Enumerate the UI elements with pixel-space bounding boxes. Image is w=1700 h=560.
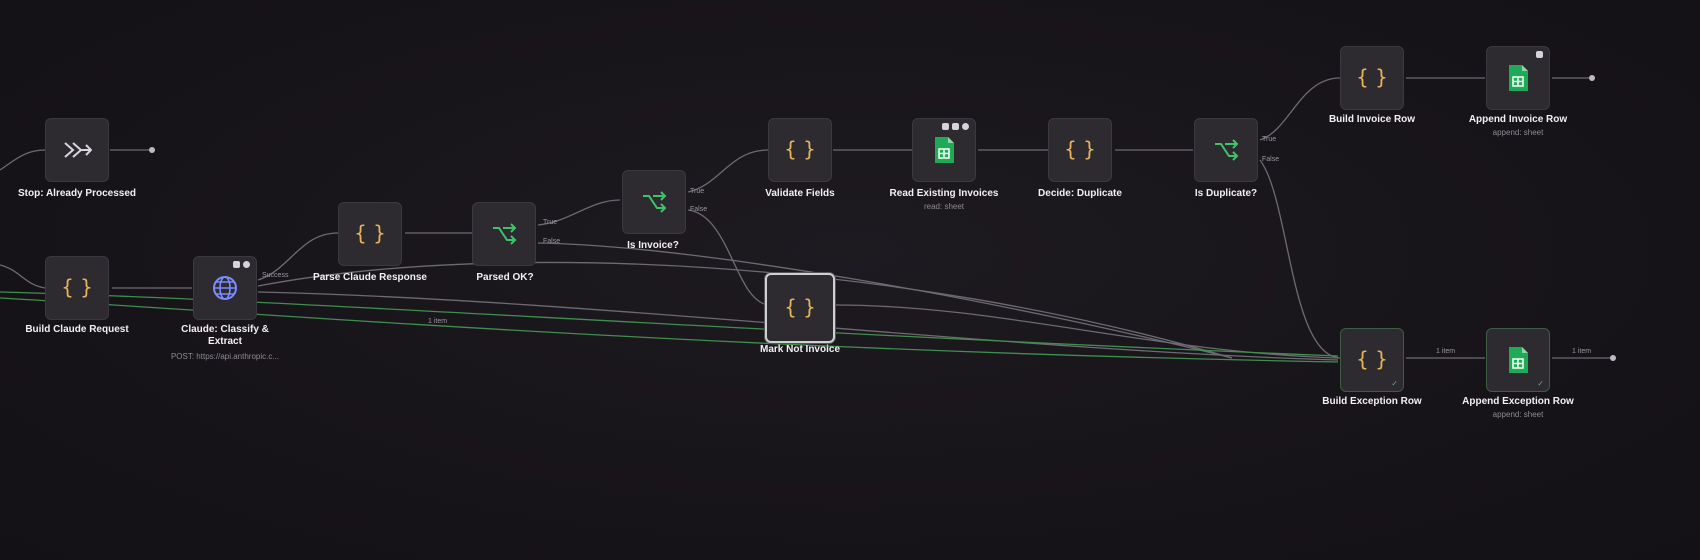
edge-isdup-buildexc <box>1259 159 1341 359</box>
svg-text:{ }: { } <box>1357 348 1387 371</box>
no-op-icon <box>60 133 94 167</box>
node-claude-classify-extract[interactable] <box>193 256 257 320</box>
node-is-duplicate[interactable] <box>1194 118 1258 182</box>
svg-text:{ }: { } <box>1065 138 1095 161</box>
node-badges <box>233 261 250 268</box>
success-check-icon: ✓ <box>1537 379 1544 388</box>
node-parse-claude-response[interactable]: { } <box>338 202 402 266</box>
edge-claude-long <box>257 261 1233 359</box>
code-icon: { } <box>1355 61 1389 95</box>
edge-input-buildreq <box>0 264 46 289</box>
code-icon: { } <box>783 291 817 325</box>
edge-label: 1 item <box>1436 348 1456 355</box>
edge-isdup-buildrow <box>1259 77 1341 141</box>
node-append-invoice-row[interactable] <box>1486 46 1550 110</box>
svg-text:{ }: { } <box>1357 66 1387 89</box>
node-mark-not-invoice[interactable]: { } <box>765 273 835 343</box>
code-icon: { } <box>1355 343 1389 377</box>
node-read-existing-invoices[interactable] <box>912 118 976 182</box>
svg-text:{ }: { } <box>355 222 385 245</box>
node-label: Is Duplicate? <box>1194 188 1258 199</box>
edge-success-top <box>0 291 1339 357</box>
edge-claude-parse <box>257 232 339 281</box>
node-label: Read Existing Invoices <box>889 188 999 199</box>
node-subtitle: append: sheet <box>1492 410 1544 419</box>
switch-icon <box>487 217 521 251</box>
success-check-icon: ✓ <box>1391 379 1398 388</box>
svg-text:{ }: { } <box>62 276 92 299</box>
edge-parsedok-false <box>537 242 1233 359</box>
node-subtitle: append: sheet <box>1492 128 1544 137</box>
edge-label: False <box>543 238 561 245</box>
edge-input-stop <box>0 149 46 171</box>
code-icon: { } <box>783 133 817 167</box>
node-badges <box>1536 51 1543 58</box>
node-validate-fields[interactable]: { } <box>768 118 832 182</box>
code-icon: { } <box>353 217 387 251</box>
svg-text:{ }: { } <box>785 138 815 161</box>
node-label: Claude: Classify & Extract <box>181 324 269 347</box>
node-label: Mark Not Invoice <box>759 344 841 355</box>
sheets-icon <box>927 133 961 167</box>
node-parsed-ok[interactable] <box>472 202 536 266</box>
edge-label: True <box>543 219 558 226</box>
sheets-icon <box>1501 343 1535 377</box>
globe-icon <box>208 271 242 305</box>
node-label: Append Invoice Row <box>1468 114 1568 125</box>
node-label: Decide: Duplicate <box>1038 188 1122 199</box>
code-icon: { } <box>60 271 94 305</box>
node-is-invoice[interactable] <box>622 170 686 234</box>
node-subtitle: read: sheet <box>923 202 965 211</box>
node-label: Build Claude Request <box>25 324 129 335</box>
node-label: Is Invoice? <box>627 240 679 251</box>
edge-label: False <box>1262 156 1280 163</box>
code-icon: { } <box>1063 133 1097 167</box>
node-label: Append Exception Row <box>1462 396 1574 407</box>
node-append-exception-row[interactable]: ✓ <box>1486 328 1550 392</box>
edge-parsedok-isinvoice <box>537 199 621 226</box>
output-endpoint[interactable] <box>1589 75 1595 81</box>
node-subtitle: POST: https://api.anthropic.c... <box>170 352 280 361</box>
edge-label: 1 item <box>1572 348 1592 355</box>
edge-label: True <box>1262 136 1277 143</box>
output-endpoint[interactable] <box>149 147 155 153</box>
node-label: Validate Fields <box>765 188 835 199</box>
edge-label: 1 item <box>428 318 448 325</box>
switch-icon <box>1209 133 1243 167</box>
switch-icon <box>637 185 671 219</box>
node-build-exception-row[interactable]: { } ✓ <box>1340 328 1404 392</box>
sheets-icon <box>1501 61 1535 95</box>
node-label: Parse Claude Response <box>313 272 427 283</box>
output-endpoint[interactable] <box>1610 355 1616 361</box>
node-build-invoice-row[interactable]: { } <box>1340 46 1404 110</box>
edge-success-bottom <box>0 297 1339 363</box>
svg-text:{ }: { } <box>785 296 815 319</box>
edge-isinvoice-validate <box>687 149 769 193</box>
node-decide-duplicate[interactable]: { } <box>1048 118 1112 182</box>
node-label: Parsed OK? <box>476 272 534 283</box>
node-label: Build Invoice Row <box>1328 114 1416 125</box>
edge-label: Success <box>262 272 289 279</box>
node-build-claude-request[interactable]: { } <box>45 256 109 320</box>
node-label: Build Exception Row <box>1322 396 1422 407</box>
edge-label: False <box>690 206 708 213</box>
edge-label: True <box>690 188 705 195</box>
node-badges <box>942 123 969 130</box>
edge-isinvoice-marknot <box>687 209 769 306</box>
node-label: Stop: Already Processed <box>17 188 136 199</box>
node-stop-already-processed[interactable] <box>45 118 109 182</box>
